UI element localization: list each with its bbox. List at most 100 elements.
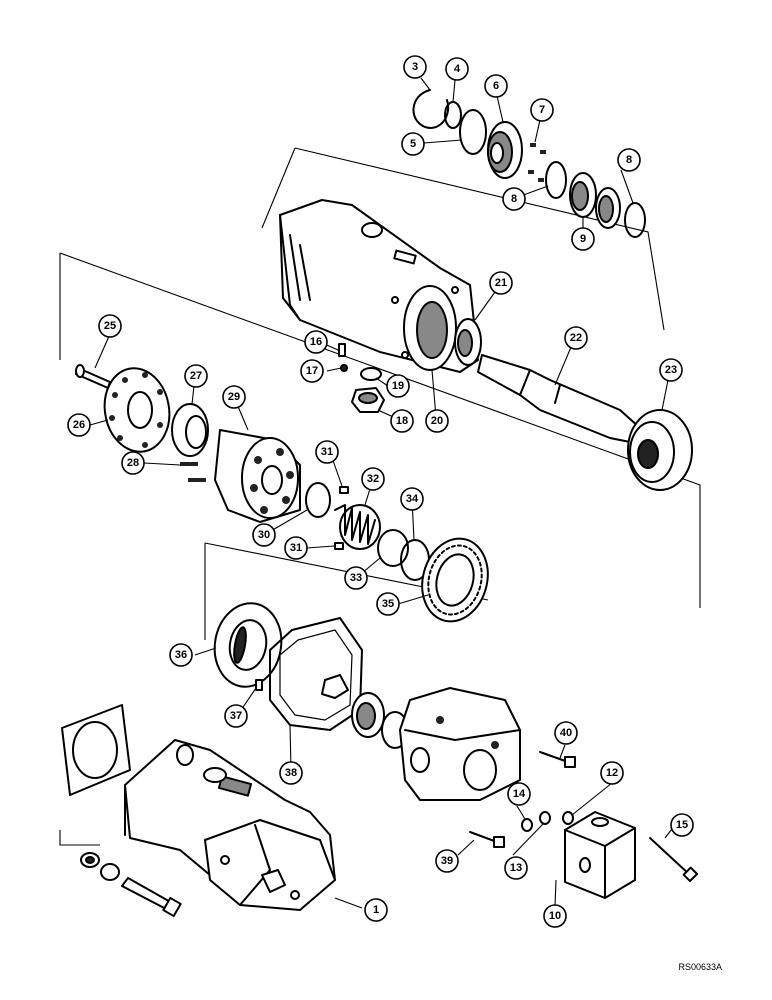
callout-5: 5 xyxy=(401,132,425,156)
svg-text:29: 29 xyxy=(228,391,240,403)
washer-30 xyxy=(305,482,331,518)
svg-text:37: 37 xyxy=(230,710,242,722)
svg-text:35: 35 xyxy=(382,598,394,610)
mounting-gasket xyxy=(61,704,131,796)
callout-31-bottom: 31 xyxy=(284,536,308,560)
svg-text:20: 20 xyxy=(431,415,443,427)
callout-37: 37 xyxy=(224,704,248,728)
bolt-39 xyxy=(469,831,505,848)
callout-32: 32 xyxy=(361,467,385,491)
svg-text:18: 18 xyxy=(396,415,408,427)
svg-text:33: 33 xyxy=(350,572,362,584)
svg-text:23: 23 xyxy=(665,364,677,376)
bolt-15 xyxy=(649,837,699,883)
svg-text:40: 40 xyxy=(560,727,572,739)
callout-3: 3 xyxy=(403,55,427,79)
bearing-ring-a xyxy=(351,692,385,738)
callout-8-mid: 8 xyxy=(502,187,526,211)
callout-25: 25 xyxy=(98,314,122,338)
callout-8-top: 8 xyxy=(617,148,641,172)
svg-text:4: 4 xyxy=(454,63,461,75)
mounting-hardware xyxy=(80,852,182,918)
svg-text:38: 38 xyxy=(285,767,297,779)
callout-20: 20 xyxy=(425,409,449,433)
ring-8-outer xyxy=(624,202,646,238)
ring-8-inner xyxy=(545,161,567,199)
callout-23: 23 xyxy=(659,358,683,382)
svg-text:31: 31 xyxy=(321,446,333,458)
svg-text:17: 17 xyxy=(306,365,318,377)
gasket-38 xyxy=(269,617,363,731)
svg-text:21: 21 xyxy=(495,277,507,289)
svg-text:14: 14 xyxy=(513,788,526,800)
swash-plate-26 xyxy=(103,367,171,453)
o-ring-19 xyxy=(360,367,382,381)
svg-text:28: 28 xyxy=(127,457,139,469)
pin-37 xyxy=(255,679,263,691)
svg-text:15: 15 xyxy=(676,819,688,831)
svg-text:8: 8 xyxy=(626,154,632,166)
seal-carrier-6 xyxy=(487,121,523,179)
callout-28: 28 xyxy=(121,451,145,475)
callout-26: 26 xyxy=(67,413,91,437)
flange-seal-23 xyxy=(627,409,693,491)
seal-assembly-9 xyxy=(569,172,621,229)
callout-12: 12 xyxy=(600,761,624,785)
callout-21: 21 xyxy=(489,271,513,295)
svg-text:32: 32 xyxy=(367,473,379,485)
washer-33 xyxy=(377,529,409,567)
bolt-40 xyxy=(539,751,576,768)
svg-text:3: 3 xyxy=(412,61,418,73)
fitting-18 xyxy=(351,387,385,413)
callout-7: 7 xyxy=(530,98,554,122)
motor-assembly-1 xyxy=(124,739,336,911)
callout-39: 39 xyxy=(435,849,459,873)
snap-ring-3 xyxy=(412,89,450,129)
o-ring-5 xyxy=(459,109,487,155)
svg-text:16: 16 xyxy=(310,336,322,348)
svg-text:7: 7 xyxy=(539,104,545,116)
callout-13: 13 xyxy=(504,856,528,880)
bushing-27 xyxy=(171,403,209,457)
shaft-22 xyxy=(477,354,641,443)
pin-16 xyxy=(338,343,346,357)
svg-text:34: 34 xyxy=(406,493,419,505)
callout-1: 1 xyxy=(364,898,388,922)
callout-36: 36 xyxy=(169,643,193,667)
callout-14: 14 xyxy=(507,782,531,806)
end-cover xyxy=(399,687,521,801)
svg-text:36: 36 xyxy=(175,649,187,661)
callout-34: 34 xyxy=(400,487,424,511)
callout-18: 18 xyxy=(390,409,414,433)
valve-block-10 xyxy=(564,811,636,899)
svg-text:25: 25 xyxy=(104,320,116,332)
svg-text:9: 9 xyxy=(580,233,586,245)
svg-text:6: 6 xyxy=(493,80,499,92)
svg-text:26: 26 xyxy=(73,419,85,431)
svg-text:8: 8 xyxy=(511,193,517,205)
svg-text:1: 1 xyxy=(373,904,379,916)
pins-7 xyxy=(528,143,546,182)
pins-31 xyxy=(334,486,349,550)
callout-31-top: 31 xyxy=(315,440,339,464)
plug-17 xyxy=(340,364,348,372)
seals-12-13-14 xyxy=(521,811,574,832)
callout-19: 19 xyxy=(386,374,410,398)
callout-22: 22 xyxy=(564,326,588,350)
svg-text:12: 12 xyxy=(606,767,618,779)
callout-17: 17 xyxy=(300,359,324,383)
callout-27: 27 xyxy=(184,364,208,388)
bearing-21 xyxy=(454,318,482,366)
callout-30: 30 xyxy=(252,523,276,547)
svg-text:10: 10 xyxy=(549,910,561,922)
motor-housing xyxy=(279,199,479,373)
valve-plate-36 xyxy=(213,602,283,688)
callout-6: 6 xyxy=(484,74,508,98)
callout-38: 38 xyxy=(279,761,303,785)
callout-35: 35 xyxy=(376,592,400,616)
reference-code: RS00633A xyxy=(678,962,722,972)
cylinder-block-29 xyxy=(214,429,301,523)
svg-text:13: 13 xyxy=(510,862,522,874)
svg-text:39: 39 xyxy=(441,855,453,867)
